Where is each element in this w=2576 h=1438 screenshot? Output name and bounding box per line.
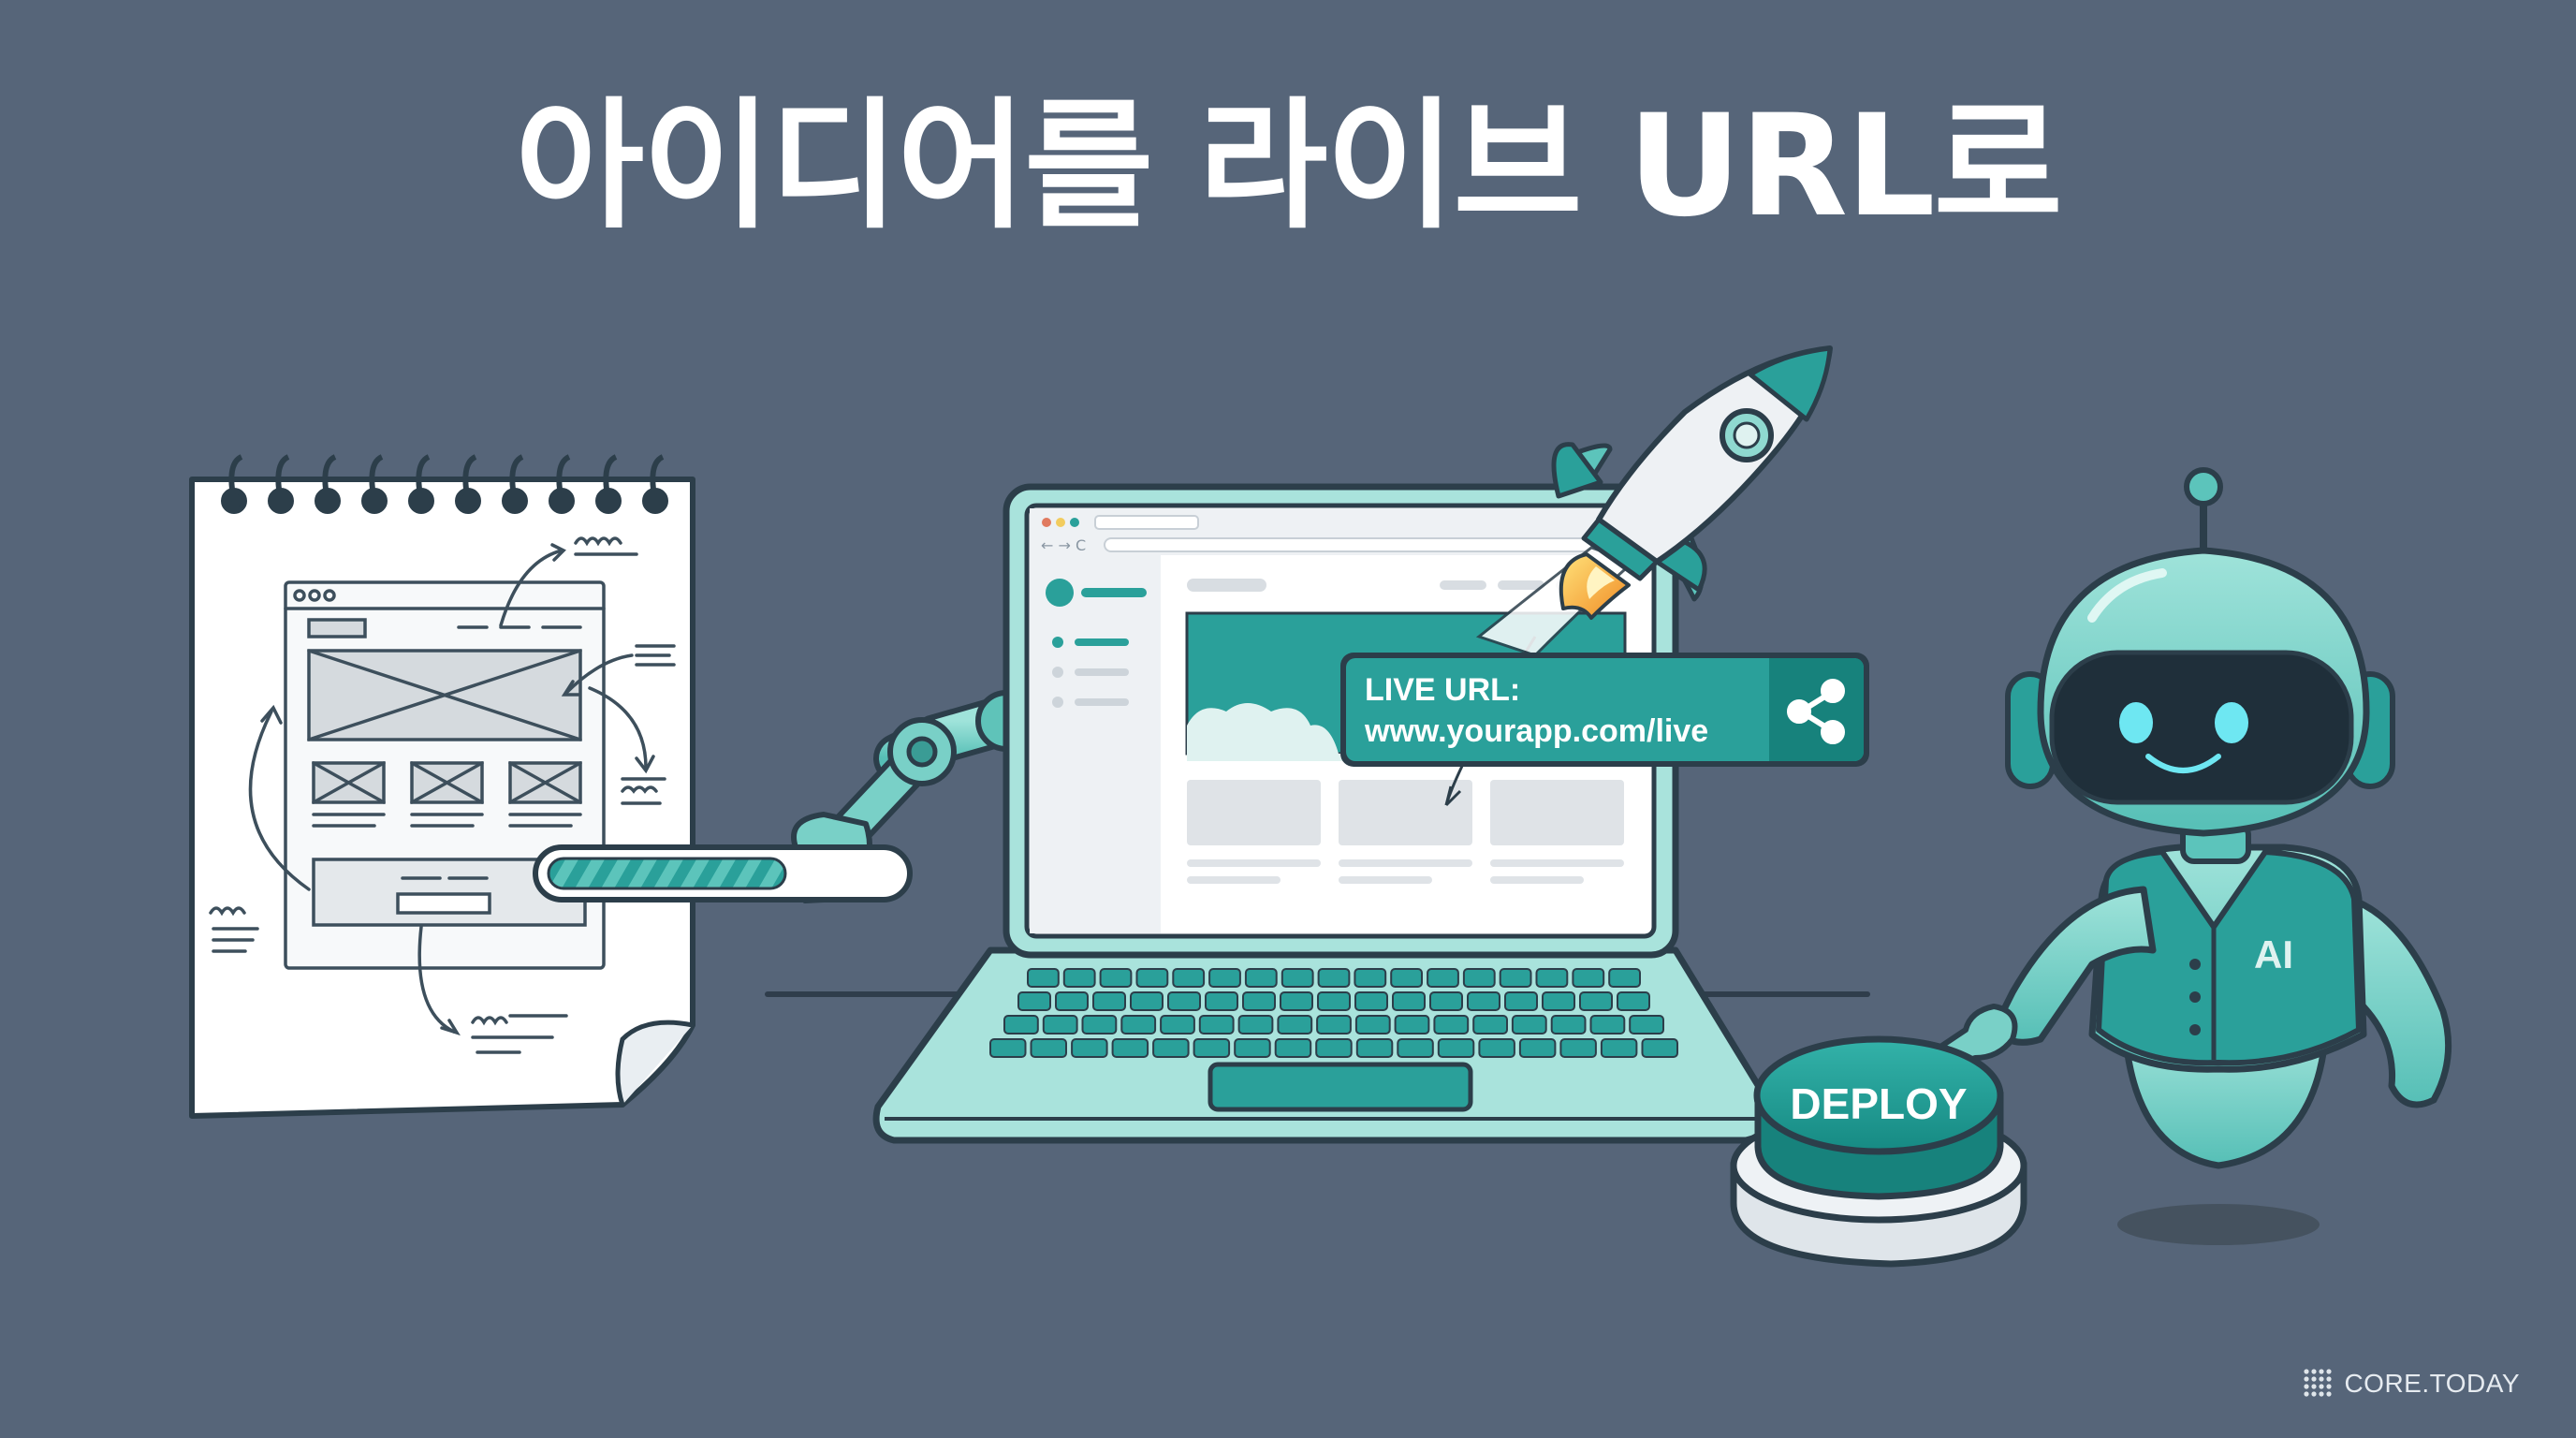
keyboard-key [1392,991,1426,1011]
keyboard-key [1550,1015,1587,1034]
keyboard-key [1081,1015,1118,1034]
keyboard-key [1397,1038,1434,1058]
keyboard-key [1234,1038,1271,1058]
keyboard-key [1027,968,1060,988]
deploy-button[interactable]: DEPLOY [1730,1035,2027,1268]
keyboard-key [1559,1038,1597,1058]
keyboard-key [1629,1015,1664,1034]
share-icon[interactable] [1787,679,1845,744]
keyboard-key [1274,1038,1312,1058]
keyboard-key [1111,1038,1149,1058]
keyboard-key [1160,1015,1195,1034]
browser-dots-icon [1042,518,1051,527]
keyboard-key [1429,991,1463,1011]
keyboard-key [1017,991,1051,1011]
keyboard-key [1472,1015,1508,1034]
keyboard [989,968,1678,1058]
live-url-label: LIVE URL: [1365,672,1520,708]
keyboard-key [1152,1038,1190,1058]
keyboard-key [1641,1038,1678,1058]
keyboard-key [1316,1015,1352,1034]
keyboard-key [1042,1015,1078,1034]
keyboard-key [1280,991,1313,1011]
page-title: 아이디어를 라이브 URL로 [515,85,2062,248]
keyboard-key [1499,968,1532,988]
keyboard-key [1589,1015,1626,1034]
brand-name: CORE.TODAY [2344,1369,2520,1398]
ai-robot: AI [1911,467,2452,1245]
keyboard-key [1237,1015,1274,1034]
keyboard-key [1135,968,1169,988]
keyboard-key [1600,1038,1638,1058]
keyboard-key [1427,968,1459,988]
keyboard-key [1198,1015,1235,1034]
keyboard-key [1504,991,1538,1011]
keyboard-key [1355,1038,1394,1058]
keyboard-key [1317,991,1351,1011]
trackpad [1208,1062,1473,1112]
keyboard-key [1062,968,1096,988]
keyboard-key [1462,968,1496,988]
keyboard-key [1244,968,1278,988]
keyboard-key [1277,1015,1313,1034]
keyboard-key [1467,991,1500,1011]
robot-eye-right [2215,702,2248,743]
keyboard-key [1617,991,1650,1011]
keyboard-key [1518,1038,1557,1058]
keyboard-key [1099,968,1133,988]
keyboard-key [1354,1015,1391,1034]
keyboard-key [1071,1038,1108,1058]
brand-logo: CORE.TODAY [2303,1363,2520,1404]
brand-dots-icon [2304,1369,2333,1397]
deploy-button-label: DEPLOY [1790,1079,1967,1128]
keyboard-key [1437,1038,1475,1058]
keyboard-key [1572,968,1605,988]
keyboard-key [1130,991,1164,1011]
live-url-link[interactable]: www.yourapp.com/live [1364,713,1708,749]
keyboard-key [1478,1038,1515,1058]
keyboard-key [1055,991,1089,1011]
keyboard-key [1242,991,1276,1011]
keyboard-key [1167,991,1201,1011]
progress-fill [547,857,787,890]
keyboard-key [1092,991,1126,1011]
progress-bar [533,844,913,902]
keyboard-key [1511,1015,1547,1034]
keyboard-key [1390,968,1423,988]
spiral-rings [221,454,668,514]
keyboard-key [1208,968,1241,988]
keyboard-key [1608,968,1641,988]
ai-badge: AI [2254,932,2293,976]
keyboard-key [1281,968,1314,988]
keyboard-key [1172,968,1206,988]
keyboard-key [1030,1038,1067,1058]
keyboard-key [1542,991,1575,1011]
keyboard-key [1433,1015,1470,1034]
keyboard-key [1354,991,1388,1011]
keyboard-key [989,1038,1027,1058]
live-url-card[interactable]: LIVE URL: www.yourapp.com/live [1340,653,1869,767]
keyboard-key [1535,968,1569,988]
keyboard-key [1317,968,1351,988]
svg-text:← → C: ← → C [1041,536,1086,554]
keyboard-key [1579,991,1613,1011]
keyboard-key [1394,1015,1430,1034]
keyboard-key [1315,1038,1353,1058]
robot-arm [787,690,1037,903]
keyboard-key [1354,968,1387,988]
laptop: ← → C [872,483,1775,1144]
keyboard-key [1003,1015,1039,1034]
keyboard-key [1205,991,1238,1011]
keyboard-key [1193,1038,1231,1058]
keyboard-key [1120,1015,1157,1034]
robot-eye-left [2119,702,2153,743]
sketch-notebook [189,454,695,1119]
rocket-icon [1444,345,1833,807]
